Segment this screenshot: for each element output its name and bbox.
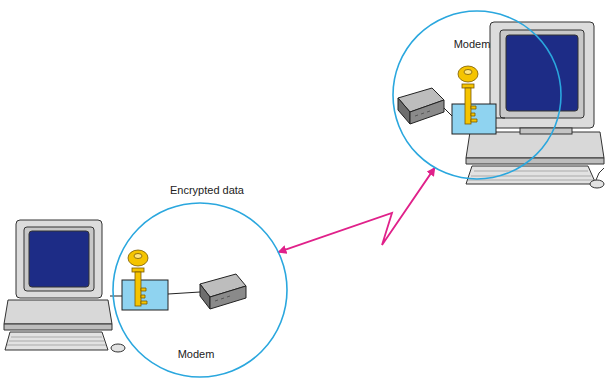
cable bbox=[110, 296, 122, 297]
data-link bbox=[278, 168, 434, 252]
key bbox=[458, 66, 478, 124]
modem bbox=[398, 88, 444, 124]
modem-label: Modem bbox=[454, 38, 491, 50]
cable bbox=[444, 108, 452, 116]
circle-outline bbox=[113, 203, 287, 377]
circle-outline bbox=[392, 10, 562, 180]
modem-circle: Modem bbox=[392, 10, 562, 180]
cable bbox=[168, 292, 200, 294]
modem-label: Modem bbox=[178, 348, 215, 360]
key bbox=[128, 250, 148, 306]
link-label: Encrypted data bbox=[168, 184, 246, 196]
cable bbox=[496, 118, 505, 119]
encryption-box bbox=[122, 280, 168, 310]
modem-circle: Modem bbox=[112, 202, 288, 378]
encryption-box bbox=[452, 104, 496, 134]
circle-outline bbox=[393, 11, 561, 179]
computer bbox=[4, 220, 125, 352]
modem bbox=[200, 274, 246, 309]
